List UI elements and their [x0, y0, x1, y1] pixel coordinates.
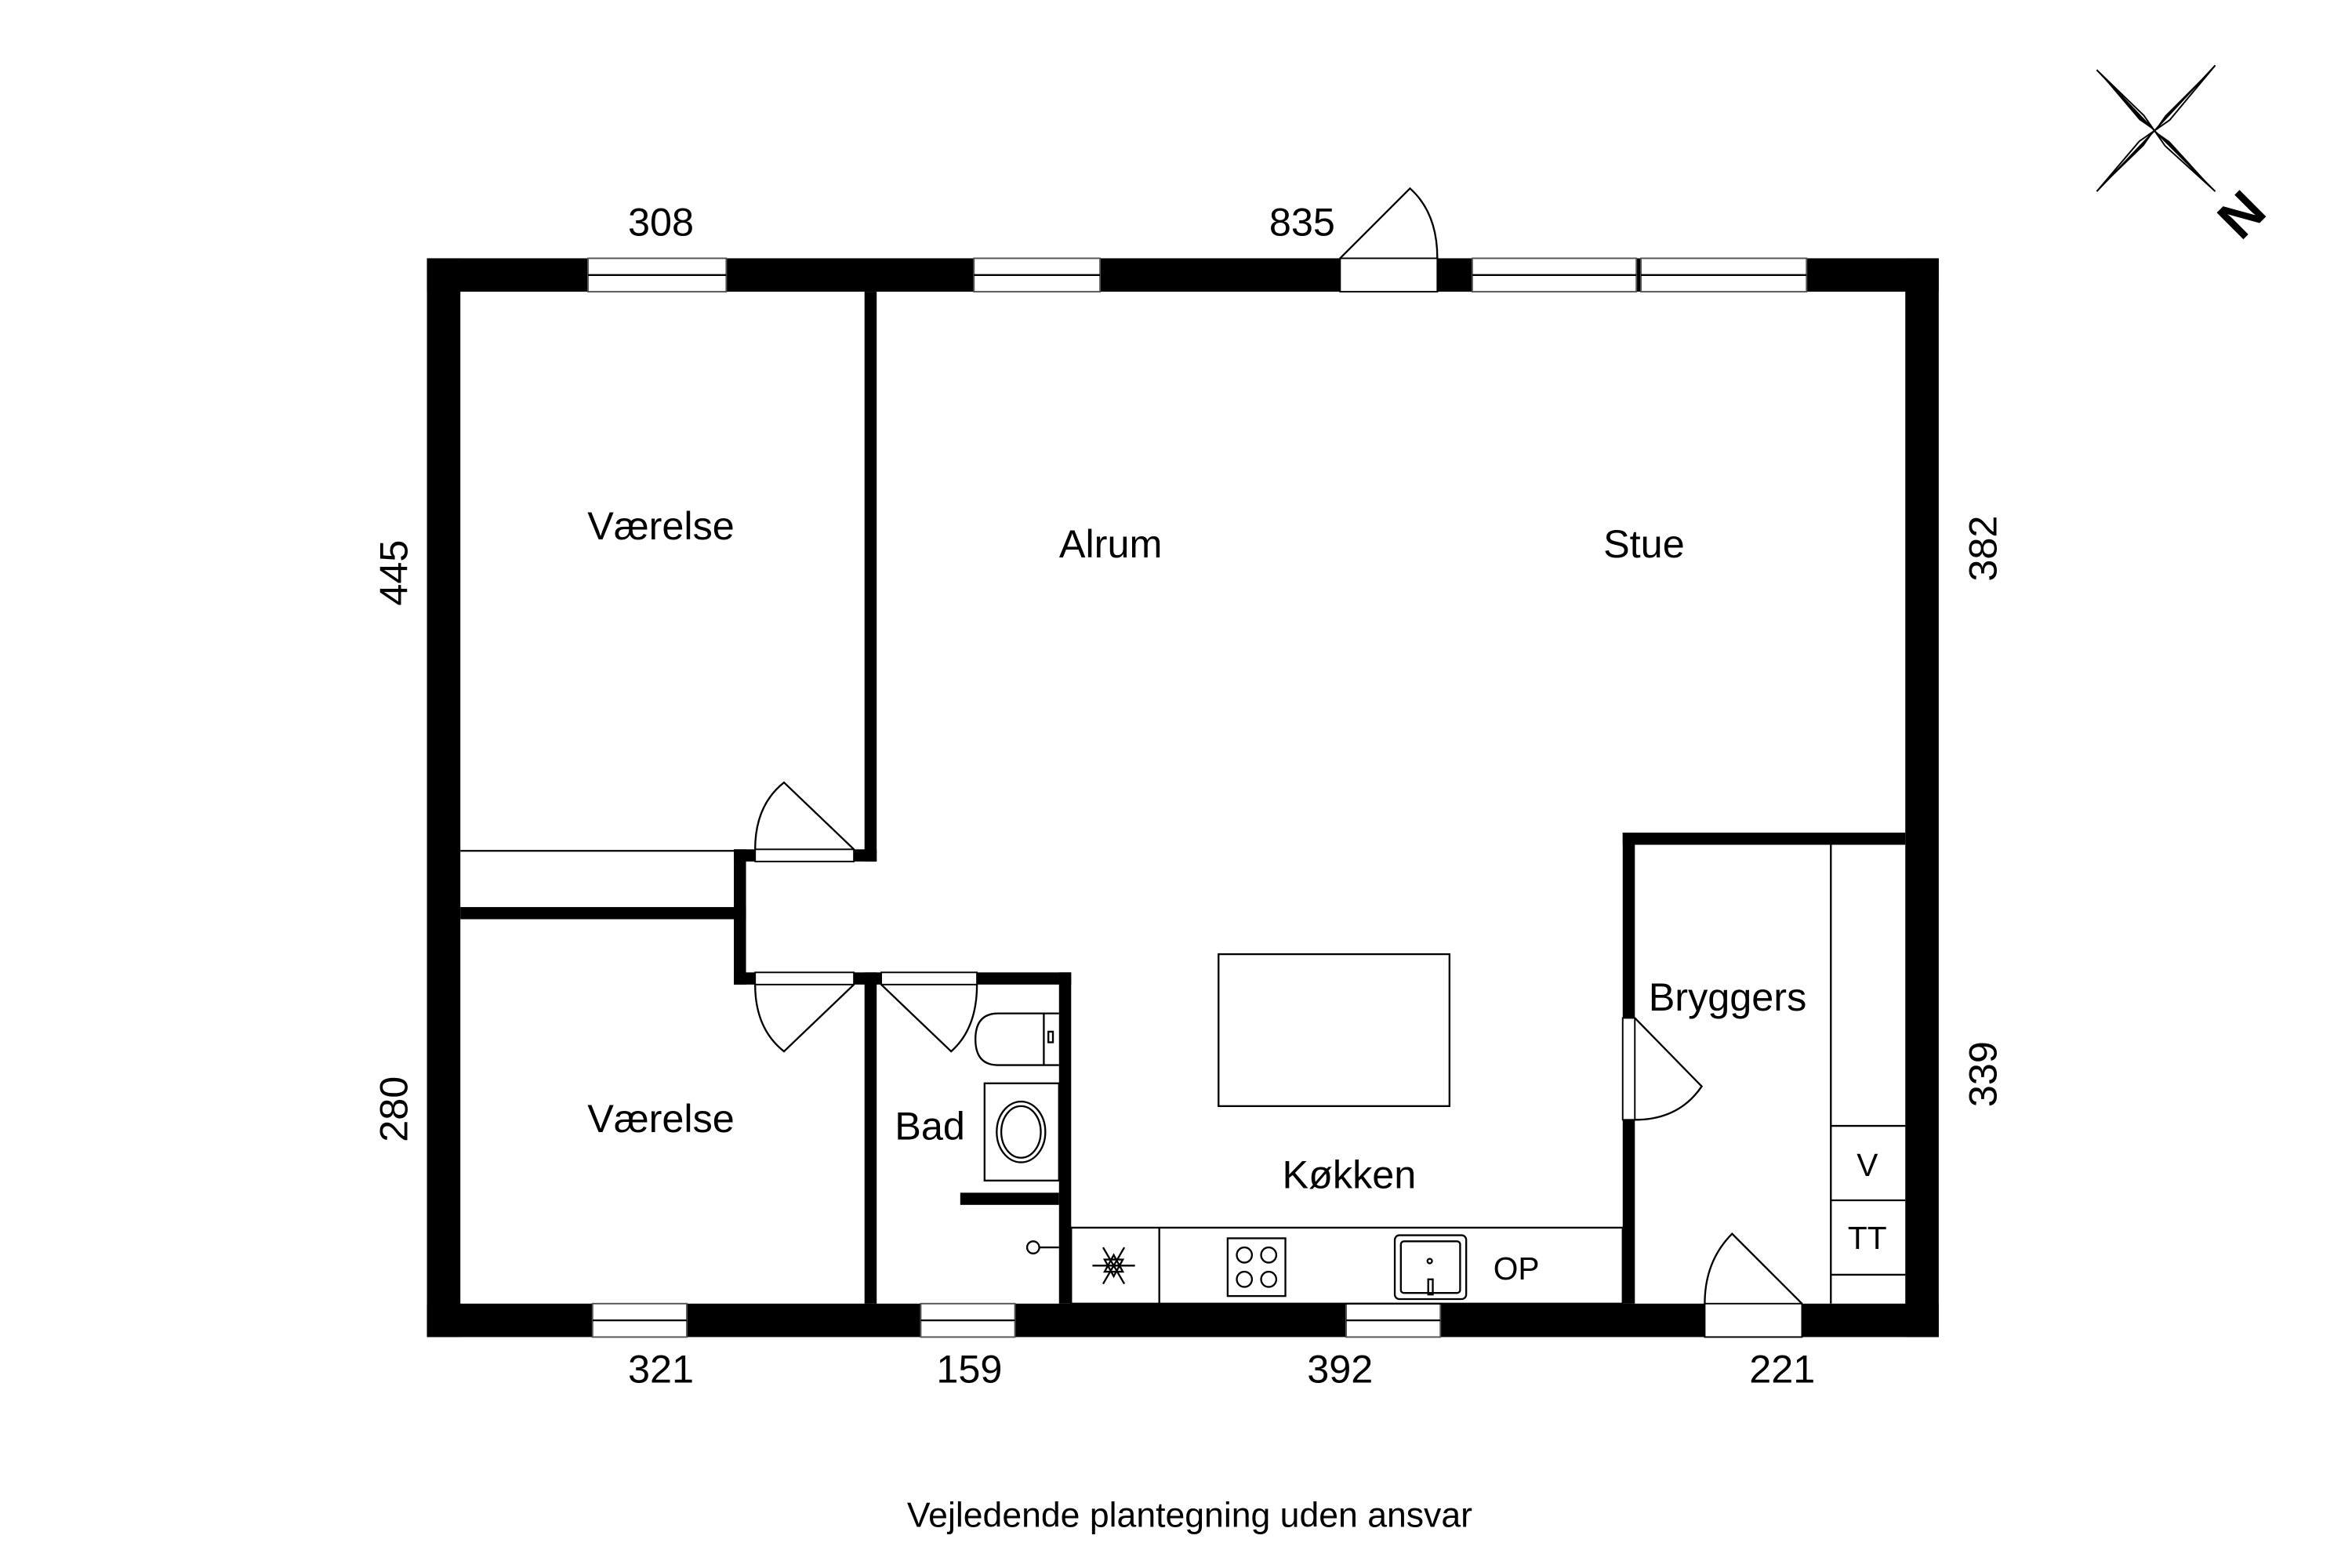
door-bad — [880, 971, 978, 1053]
kitchen-island — [1218, 953, 1450, 1108]
dim-right-1: 382 — [1961, 516, 2005, 582]
dryer-label: TT — [1848, 1220, 1887, 1256]
dim-top-1: 308 — [628, 199, 694, 244]
window — [591, 1302, 688, 1338]
door-bryggers — [1621, 1017, 1704, 1121]
room-label-vaerelse-2: Værelse — [587, 1096, 735, 1141]
window — [1345, 1302, 1442, 1338]
dim-bottom-4: 221 — [1749, 1347, 1815, 1392]
compass-north-label: N — [2206, 179, 2278, 250]
room-label-alrum: Alrum — [1059, 521, 1163, 566]
door-vaerelse-1 — [754, 781, 855, 862]
kitchen-counter — [1070, 1226, 1624, 1305]
room-label-vaerelse-1: Værelse — [587, 503, 735, 548]
disclaimer-footer: Vejledende plantegning uden ansvar — [907, 1497, 1472, 1535]
window — [1471, 257, 1638, 293]
compass-rose-icon — [2096, 64, 2216, 192]
dim-left-2: 280 — [371, 1076, 416, 1142]
entrance-door — [1339, 187, 1439, 293]
shower-icon — [1025, 1240, 1059, 1254]
outer-walls — [426, 258, 1939, 1338]
window — [587, 257, 728, 293]
top-windows — [587, 257, 1808, 293]
bottom-windows — [591, 1302, 1442, 1338]
cooktop-icon — [1226, 1237, 1287, 1298]
back-door — [1704, 1232, 1803, 1338]
room-label-koekken: Køkken — [1283, 1152, 1417, 1197]
room-label-stue: Stue — [1603, 521, 1685, 566]
interior-walls — [460, 292, 1906, 1304]
dim-bottom-1: 321 — [628, 1347, 694, 1392]
dim-top-2: 835 — [1269, 199, 1335, 244]
dim-bottom-2: 159 — [936, 1347, 1002, 1392]
door-vaerelse-2 — [754, 971, 855, 1053]
window — [1640, 257, 1808, 293]
dim-bottom-3: 392 — [1307, 1347, 1373, 1392]
dim-right-2: 339 — [1961, 1041, 2005, 1107]
room-label-bad: Bad — [895, 1103, 965, 1148]
snowflake-icon — [1092, 1247, 1135, 1285]
dim-left-1: 445 — [371, 540, 416, 606]
room-label-bryggers: Bryggers — [1649, 975, 1807, 1019]
window — [920, 1302, 1016, 1338]
sink-icon-bath — [983, 1082, 1060, 1181]
oven-label: OP — [1494, 1250, 1540, 1287]
sink-icon — [1393, 1234, 1468, 1301]
utility-cabinets — [1830, 844, 1906, 1304]
washer-label: V — [1857, 1147, 1878, 1183]
toilet-icon — [975, 1012, 1059, 1066]
window — [973, 257, 1102, 293]
